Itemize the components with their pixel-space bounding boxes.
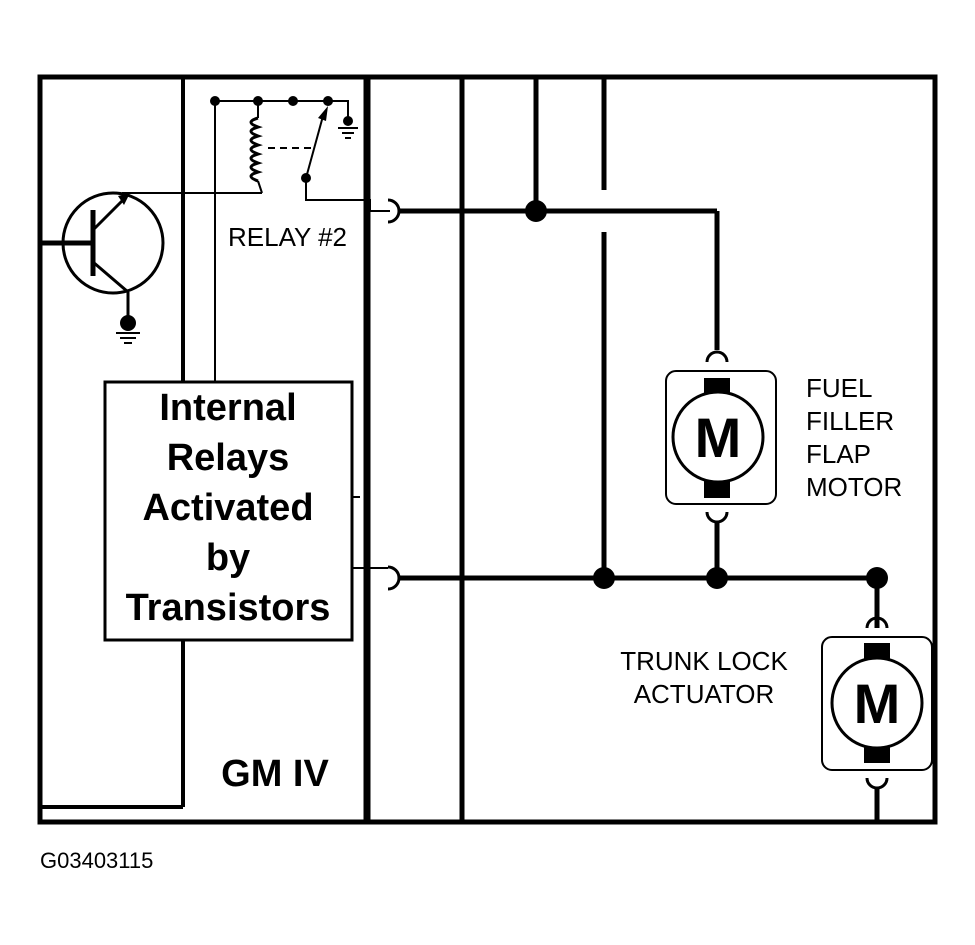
relay-label: RELAY #2 [228, 222, 347, 252]
fuel-motor-symbol: M [695, 406, 742, 469]
fuel-motor-label-3: FLAP [806, 439, 871, 469]
junction-upper [525, 200, 547, 222]
trunk-motor-symbol: M [854, 672, 901, 735]
lower-connector [387, 565, 401, 591]
relay-2 [210, 96, 390, 383]
trunk-lock-actuator [821, 616, 933, 790]
internal-box-line-2: Relays [167, 437, 290, 479]
fuel-motor-label-4: MOTOR [806, 472, 902, 502]
internal-box-line-5: Transistors [126, 587, 331, 629]
junction-lower-1 [593, 567, 615, 589]
fuel-filler-motor [665, 350, 777, 524]
internal-box-line-4: by [206, 537, 250, 579]
internal-relays-box [103, 380, 354, 642]
fuel-motor-label-2: FILLER [806, 406, 894, 436]
trunk-label-2: ACTUATOR [634, 679, 775, 709]
figure-code: G03403115 [40, 848, 153, 873]
upper-connector [387, 198, 401, 224]
internal-box-line-1: Internal [159, 387, 296, 429]
fuel-motor-label-1: FUEL [806, 373, 872, 403]
junction-lower-2 [706, 567, 728, 589]
internal-box-line-3: Activated [142, 487, 313, 529]
module-label: GM IV [221, 753, 329, 795]
outer-frame [37, 74, 938, 825]
trunk-label-1: TRUNK LOCK [620, 646, 788, 676]
transistor [40, 191, 262, 344]
